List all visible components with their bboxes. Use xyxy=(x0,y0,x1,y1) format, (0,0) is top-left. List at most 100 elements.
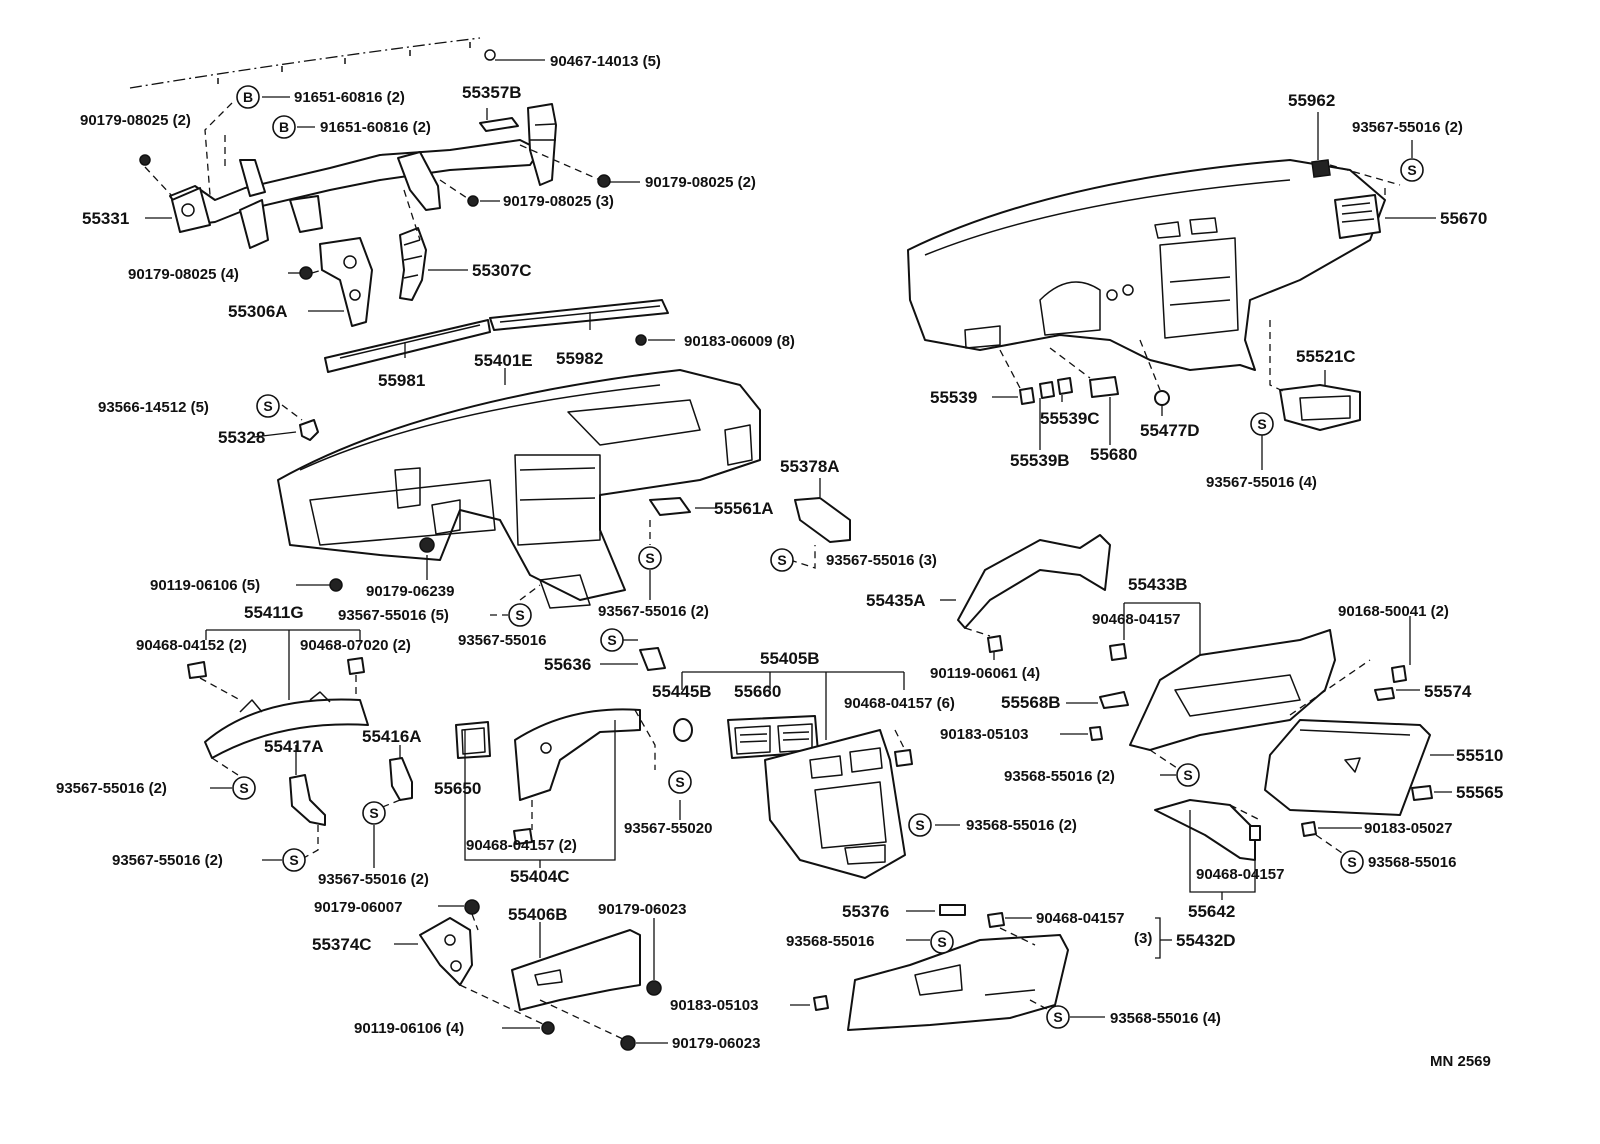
leaders-top-right xyxy=(992,112,1436,470)
clip-55328 xyxy=(299,419,319,441)
leaders-center xyxy=(464,639,960,868)
label-55357b: 55357B xyxy=(462,83,522,102)
label-55510: 55510 xyxy=(1456,746,1503,765)
label-55378a: 55378A xyxy=(780,457,840,476)
svg-text:S: S xyxy=(1183,767,1192,783)
label-55331: 55331 xyxy=(82,209,129,228)
label-90467-14013: 90467-14013 (5) xyxy=(550,53,661,70)
label-55406b: 55406B xyxy=(508,905,568,924)
svg-text:S: S xyxy=(607,632,616,648)
svg-text:S: S xyxy=(645,550,654,566)
frame-55435a xyxy=(957,534,1111,629)
nozzle-55981 xyxy=(324,319,491,373)
clip-55445b xyxy=(673,718,693,742)
label-93568-55016-2b: 93568-55016 (2) xyxy=(966,817,1077,834)
label-93567-55016-2d: 93567-55016 (2) xyxy=(318,871,429,888)
label-55981: 55981 xyxy=(378,371,425,390)
label-93567-55016-2c: 93567-55016 (2) xyxy=(112,852,223,869)
label-90179-06007: 90179-06007 xyxy=(314,899,402,916)
instrument-panel-55401e xyxy=(277,369,761,609)
s-symbol-2: S xyxy=(256,394,280,418)
label-93568-55016-b: 93568-55016 xyxy=(1368,854,1456,871)
s-symbol-10: S xyxy=(1176,763,1200,787)
svg-text:S: S xyxy=(675,774,684,790)
label-55962: 55962 xyxy=(1288,91,1335,110)
bracket-55374c xyxy=(419,917,473,986)
label-90179-06023b: 90179-06023 xyxy=(672,1035,760,1052)
label-93567-55016-5: 93567-55016 (5) xyxy=(338,607,449,624)
switches-55539 xyxy=(1019,376,1170,406)
label-90468-04152: 90468-04152 (2) xyxy=(136,637,247,654)
label-90179-08025-3: 90179-08025 (3) xyxy=(503,193,614,210)
label-90183-06009: 90183-06009 (8) xyxy=(684,333,795,350)
svg-text:B: B xyxy=(279,119,289,135)
label-55636: 55636 xyxy=(544,655,591,674)
clip-90468-center xyxy=(513,749,913,845)
label-55477d: 55477D xyxy=(1140,421,1200,440)
label-55660: 55660 xyxy=(734,682,781,701)
bracket-55378a xyxy=(794,497,851,543)
clip-55376 xyxy=(939,904,966,916)
b-symbols: B B xyxy=(236,85,296,139)
label-91651-60816-a: 91651-60816 (2) xyxy=(294,89,405,106)
label-3: (3) xyxy=(1134,930,1152,947)
label-93568-55016-2a: 93568-55016 (2) xyxy=(1004,768,1115,785)
label-93567-55016-2a: 93567-55016 (2) xyxy=(598,603,709,620)
label-55405b: 55405B xyxy=(760,649,820,668)
label-90183-05027: 90183-05027 xyxy=(1364,820,1452,837)
svg-text:S: S xyxy=(263,398,272,414)
label-55561a: 55561A xyxy=(714,499,774,518)
label-93566-14512: 93566-14512 (5) xyxy=(98,399,209,416)
reinforcement-55331 xyxy=(169,103,557,249)
s-symbol-16: S xyxy=(1046,1005,1070,1029)
label-55376: 55376 xyxy=(842,902,889,921)
clips-55432d xyxy=(813,912,1005,1011)
label-55416a: 55416A xyxy=(362,727,422,746)
svg-text:S: S xyxy=(1347,854,1356,870)
bracket-55561a xyxy=(649,497,691,516)
bolts-bottom-left xyxy=(464,899,662,1051)
cover-55411g xyxy=(204,691,369,759)
label-55539b: 55539B xyxy=(1010,451,1070,470)
label-55680: 55680 xyxy=(1090,445,1137,464)
bracket-55357b xyxy=(479,117,519,132)
label-90119-06061: 90119-06061 (4) xyxy=(930,665,1040,682)
diagram-code: MN 2569 xyxy=(1430,1053,1491,1070)
leaders-glovebox xyxy=(940,599,1454,900)
svg-text:S: S xyxy=(239,780,248,796)
cover-55432d xyxy=(847,934,1069,1031)
leaders-55411g xyxy=(199,629,401,868)
svg-text:S: S xyxy=(915,817,924,833)
s-symbol-8: S xyxy=(668,770,692,794)
s-symbol-11: S xyxy=(362,801,386,825)
label-55404c: 55404C xyxy=(510,867,570,886)
label-55539c: 55539C xyxy=(1040,409,1100,428)
s-symbol-6: S xyxy=(508,603,532,627)
label-55328: 55328 xyxy=(218,428,265,447)
label-55445b: 55445B xyxy=(652,682,712,701)
label-90468-04157-2: 90468-04157 (2) xyxy=(466,837,577,854)
label-90119-06106-4: 90119-06106 (4) xyxy=(354,1020,464,1037)
label-55650: 55650 xyxy=(434,779,481,798)
bracket-55307c xyxy=(399,227,427,301)
label-55539: 55539 xyxy=(930,388,977,407)
label-90468-07020: 90468-07020 (2) xyxy=(300,637,411,654)
s-symbols: S S S S S S S S S S S S S S S S xyxy=(232,158,1424,1029)
clip-55636 xyxy=(639,647,666,671)
label-55307c: 55307C xyxy=(472,261,532,280)
label-55374c: 55374C xyxy=(312,935,372,954)
svg-text:S: S xyxy=(289,852,298,868)
label-55568b: 55568B xyxy=(1001,693,1061,712)
s-symbol-15: S xyxy=(930,930,954,954)
svg-text:S: S xyxy=(777,552,786,568)
clips-55411g xyxy=(187,657,365,679)
register-55660 xyxy=(727,715,819,759)
label-93567-55016-b: 93567-55016 xyxy=(458,632,546,649)
register-55670 xyxy=(1334,194,1381,239)
label-55670: 55670 xyxy=(1440,209,1487,228)
leaders-top-left xyxy=(144,59,640,312)
label-55565: 55565 xyxy=(1456,783,1503,802)
label-90119-06106-5: 90119-06106 (5) xyxy=(150,577,260,594)
label-93567-55016-2e: 93567-55016 (2) xyxy=(1352,119,1463,136)
